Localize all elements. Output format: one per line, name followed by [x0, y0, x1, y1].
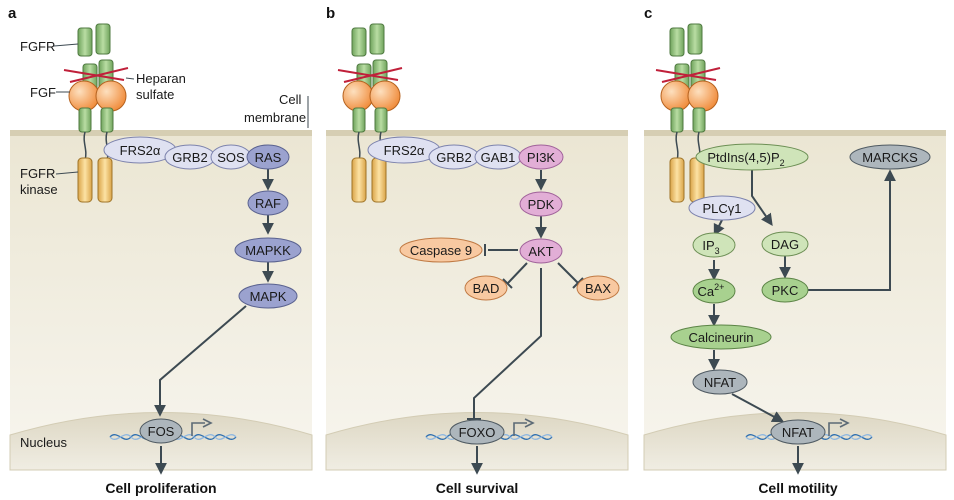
- heparan-label: Heparan: [136, 71, 186, 86]
- svg-text:MAPKK: MAPKK: [245, 243, 291, 258]
- ptdins-subscript: 2: [780, 158, 785, 168]
- fgf-label: FGF: [30, 85, 56, 100]
- svg-text:SOS: SOS: [217, 150, 245, 165]
- calcineurin-node: Calcineurin: [670, 324, 772, 350]
- grb2-node-b: GRB2: [428, 144, 480, 170]
- nfat-nucleus-node: NFAT: [770, 419, 826, 445]
- svg-text:AKT: AKT: [528, 244, 553, 259]
- ptdins-main-text: PtdIns(4,5)P: [707, 150, 779, 165]
- fgfr-receptor-a: [63, 23, 129, 203]
- svg-text:GRB2: GRB2: [172, 150, 207, 165]
- pi3k-node: PI3K: [518, 144, 564, 170]
- svg-text:PtdIns(4,5)P2: PtdIns(4,5)P2: [707, 150, 784, 168]
- panel-letter-c: c: [644, 5, 652, 22]
- fgfr-kinase-label-line1: FGFR: [20, 166, 55, 181]
- plcg1-node: PLCγ1: [688, 195, 756, 221]
- nfat-node: NFAT: [692, 369, 748, 395]
- sulfate-label: sulfate: [136, 87, 174, 102]
- fgfr-kinase-label-line2: kinase: [20, 182, 58, 197]
- caspase9-node: Caspase 9: [399, 237, 483, 263]
- fos-node: FOS: [139, 418, 183, 444]
- outcome-cell-proliferation: Cell proliferation: [105, 480, 216, 496]
- bad-node: BAD: [464, 275, 508, 301]
- svg-text:Caspase 9: Caspase 9: [410, 243, 472, 258]
- panel-letter-b: b: [326, 5, 335, 22]
- svg-text:RAS: RAS: [255, 150, 282, 165]
- cell-membrane-label-line2: membrane: [244, 110, 306, 125]
- ip3-node: IP3: [692, 232, 736, 258]
- frs2a-node-b: FRS2α: [367, 136, 441, 164]
- ptdins-node: PtdIns(4,5)P2: [695, 143, 809, 171]
- raf-node-a: RAF: [247, 190, 289, 216]
- bax-node: BAX: [576, 275, 620, 301]
- grb2-node-a: GRB2: [164, 144, 216, 170]
- svg-text:Ca2+: Ca2+: [698, 282, 725, 299]
- frs2a-node-a: FRS2α: [103, 136, 177, 164]
- svg-text:MARCKS: MARCKS: [862, 150, 918, 165]
- pkc-node: PKC: [761, 277, 809, 303]
- ras-node-a: RAS: [246, 144, 290, 170]
- svg-text:FRS2α: FRS2α: [120, 143, 161, 158]
- svg-text:MAPK: MAPK: [250, 289, 287, 304]
- svg-text:NFAT: NFAT: [782, 425, 814, 440]
- fgfr-label: FGFR: [20, 39, 55, 54]
- svg-text:Calcineurin: Calcineurin: [688, 330, 753, 345]
- svg-text:FOXO: FOXO: [459, 425, 496, 440]
- ip3-main-text: IP: [702, 238, 714, 253]
- svg-text:FOS: FOS: [148, 424, 175, 439]
- ip3-subscript: 3: [715, 246, 720, 256]
- ca-node: Ca2+: [692, 278, 736, 304]
- ca-superscript: 2+: [714, 282, 724, 292]
- ca-main-text: Ca: [698, 284, 715, 299]
- svg-text:PI3K: PI3K: [527, 150, 556, 165]
- panel-b-pathway: [467, 170, 584, 475]
- svg-text:IP3: IP3: [702, 238, 719, 256]
- outcome-cell-motility: Cell motility: [758, 480, 838, 496]
- mapkk-node-a: MAPKK: [234, 237, 302, 263]
- foxo-node: FOXO: [449, 419, 505, 445]
- marcks-node: MARCKS: [849, 144, 931, 170]
- svg-text:PDK: PDK: [528, 197, 555, 212]
- svg-text:FRS2α: FRS2α: [384, 143, 425, 158]
- mapk-node-a: MAPK: [238, 283, 298, 309]
- svg-text:RAF: RAF: [255, 196, 281, 211]
- outcome-cell-survival: Cell survival: [436, 480, 519, 496]
- gab1-node: GAB1: [474, 144, 522, 170]
- panel-c-pathway: [708, 169, 896, 475]
- svg-text:NFAT: NFAT: [704, 375, 736, 390]
- svg-text:BAD: BAD: [473, 281, 500, 296]
- svg-text:BAX: BAX: [585, 281, 611, 296]
- svg-text:PLCγ1: PLCγ1: [702, 201, 741, 216]
- svg-text:DAG: DAG: [771, 237, 799, 252]
- pdk-node: PDK: [519, 191, 563, 217]
- cell-membrane-label-line1: Cell: [279, 92, 302, 107]
- nucleus-label: Nucleus: [20, 435, 67, 450]
- panel-letter-a: a: [8, 5, 17, 22]
- dag-node: DAG: [761, 231, 809, 257]
- panel-a-pathway: [154, 168, 274, 475]
- svg-text:PKC: PKC: [772, 283, 799, 298]
- svg-text:GRB2: GRB2: [436, 150, 471, 165]
- svg-text:GAB1: GAB1: [481, 150, 516, 165]
- sos-node-a: SOS: [210, 144, 252, 170]
- akt-node: AKT: [519, 238, 563, 264]
